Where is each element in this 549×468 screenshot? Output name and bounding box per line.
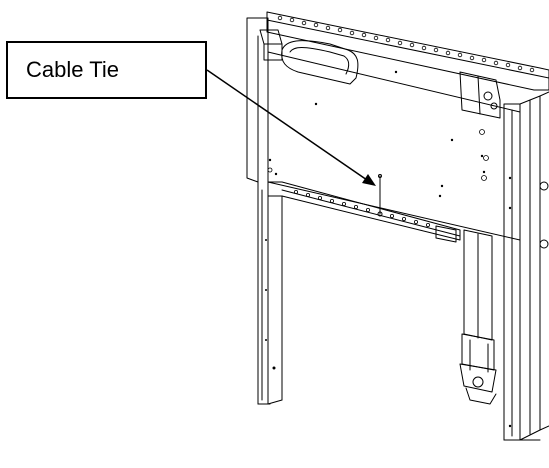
cable-tie	[377, 174, 383, 217]
crossbar	[267, 181, 461, 241]
right-frame-column	[519, 91, 549, 441]
crossbar-holes	[293, 189, 430, 227]
left-top-bracket	[259, 29, 283, 61]
rail-holes	[277, 15, 535, 73]
callout-label: Cable Tie	[26, 57, 119, 82]
frame-opening	[267, 195, 283, 405]
upper-right-bracket	[459, 71, 501, 119]
panel-fastener-dots	[265, 70, 512, 428]
panel-holes	[267, 129, 489, 181]
center-upright	[503, 103, 521, 441]
leader-arrow	[206, 69, 376, 186]
top-rail	[266, 11, 549, 91]
actuator-cylinder	[459, 229, 497, 393]
handle	[281, 40, 359, 85]
callout-box: Cable Tie	[6, 41, 207, 99]
bottom-feet	[465, 387, 541, 441]
left-frame-column	[246, 17, 271, 405]
actuator-mount	[435, 225, 457, 243]
